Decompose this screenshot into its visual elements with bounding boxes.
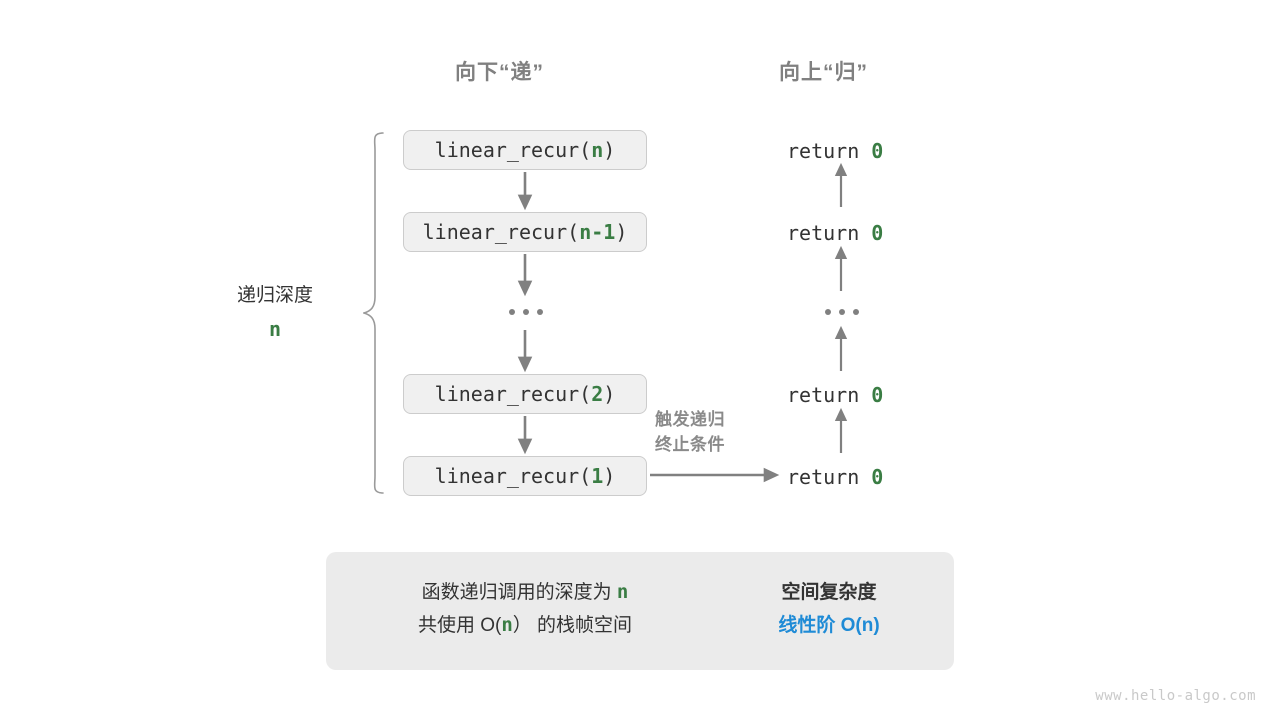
- return-keyword: return: [787, 221, 860, 245]
- summary-result: 空间复杂度 线性阶 O(n): [734, 576, 924, 643]
- return-value: 0: [871, 139, 884, 163]
- return-label-3: return 0: [787, 383, 883, 407]
- column-header-ascend: 向上“归”: [779, 61, 868, 84]
- return-keyword: return: [787, 465, 860, 489]
- summary-description: 函数递归调用的深度为 n 共使用 O(n） 的栈帧空间: [360, 576, 690, 643]
- call-box-suffix: ): [603, 464, 616, 488]
- recursion-depth-value: n: [268, 317, 282, 342]
- summary-line1-var: n: [616, 581, 629, 603]
- depth-brace-icon: [363, 132, 384, 494]
- complexity-value: 线性阶 O(n): [734, 609, 924, 642]
- return-value: 0: [871, 383, 884, 407]
- recursion-depth-label: 递归深度 n: [205, 281, 345, 345]
- call-box-suffix: ): [603, 138, 616, 162]
- termination-condition-note: 触发递归 终止条件: [655, 408, 725, 457]
- call-box-n: linear_recur(n): [403, 130, 647, 170]
- call-box-suffix: ): [603, 382, 616, 406]
- summary-line2-suffix: ） 的栈帧空间: [512, 615, 633, 637]
- summary-line-2: 共使用 O(n） 的栈帧空间: [360, 609, 690, 642]
- call-box-n-minus-1: linear_recur(n-1): [403, 212, 647, 252]
- complexity-value-prefix: 线性阶 O(: [778, 615, 862, 637]
- return-value: 0: [871, 221, 884, 245]
- call-box-suffix: ): [615, 220, 628, 244]
- site-watermark: www.hello-algo.com: [1095, 688, 1256, 704]
- complexity-value-suffix: ): [873, 615, 880, 637]
- call-box-1: linear_recur(1): [403, 456, 647, 496]
- call-box-prefix: linear_recur(: [434, 464, 592, 488]
- summary-line2-var: n: [501, 614, 513, 637]
- complexity-value-var: n: [861, 615, 874, 637]
- return-stack-ellipsis-icon: [825, 309, 859, 315]
- summary-line2-prefix: 共使用 O(: [417, 615, 502, 637]
- call-box-prefix: linear_recur(: [422, 220, 580, 244]
- recursion-depth-text: 递归深度: [236, 285, 313, 306]
- termination-note-line1: 触发递归: [655, 410, 725, 429]
- return-label-4: return 0: [787, 465, 883, 489]
- call-box-2: linear_recur(2): [403, 374, 647, 414]
- summary-panel: 函数递归调用的深度为 n 共使用 O(n） 的栈帧空间 空间复杂度 线性阶 O(…: [326, 552, 954, 670]
- call-box-prefix: linear_recur(: [434, 138, 592, 162]
- call-box-arg: 2: [591, 382, 604, 406]
- termination-note-line2: 终止条件: [655, 434, 725, 454]
- return-label-1: return 0: [787, 139, 883, 163]
- complexity-title: 空间复杂度: [781, 582, 877, 603]
- column-header-descend: 向下“递”: [455, 61, 544, 84]
- call-box-prefix: linear_recur(: [434, 382, 592, 406]
- call-stack-ellipsis-icon: [509, 309, 543, 315]
- summary-line-1: 函数递归调用的深度为 n: [360, 576, 690, 609]
- return-label-2: return 0: [787, 221, 883, 245]
- return-value: 0: [871, 465, 884, 489]
- call-box-arg: n-1: [579, 220, 616, 244]
- return-keyword: return: [787, 383, 860, 407]
- summary-line1-text: 函数递归调用的深度为: [421, 582, 617, 603]
- call-box-arg: 1: [591, 464, 604, 488]
- call-box-arg: n: [591, 138, 604, 162]
- return-keyword: return: [787, 139, 860, 163]
